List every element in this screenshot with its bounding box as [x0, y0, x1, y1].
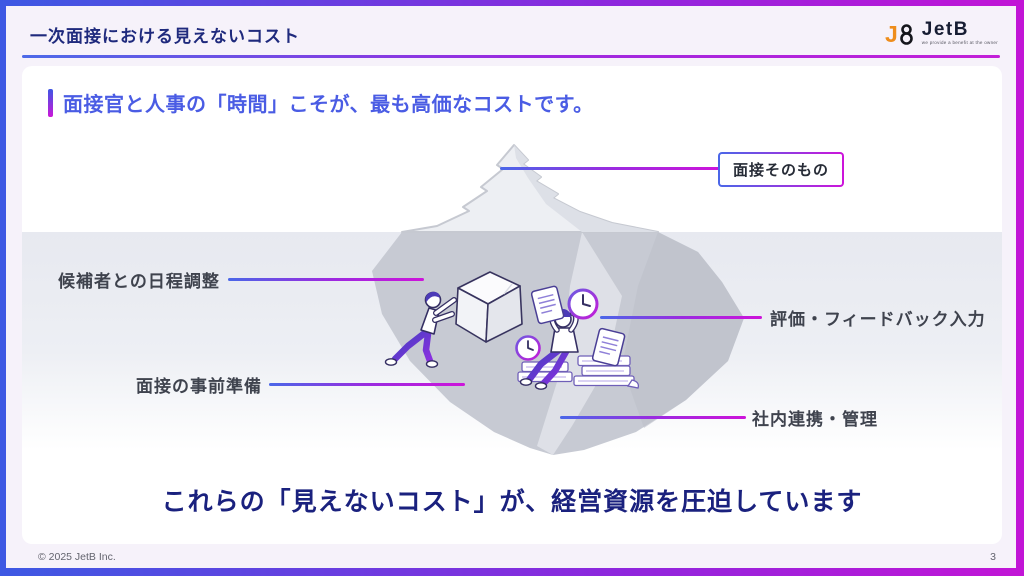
conclusion-statement: これらの「見えないコスト」が、経営資源を圧迫しています [161, 488, 863, 516]
header-divider [22, 55, 1000, 58]
callout-interview-itself: 面接そのもの [718, 152, 845, 187]
jetb-logo-mark-icon: J [885, 21, 913, 47]
page-number: 3 [990, 551, 996, 563]
label-schedule-coordination: 候補者との日程調整 [58, 272, 220, 291]
label-internal-management: 社内連携・管理 [752, 410, 878, 429]
subtitle-accent-bar [48, 88, 53, 117]
slide: 一次面接における見えないコスト J JetB we provide a bene… [6, 6, 1016, 568]
callout-interview-label: 面接そのもの [720, 154, 843, 185]
ice-cube-icon [455, 271, 523, 343]
document-icon [530, 285, 626, 367]
pushing-person-icon [384, 291, 457, 368]
iceberg-above-water [401, 144, 659, 233]
subtitle: 面接官と人事の「時間」こそが、最も高価なコストです。 [63, 94, 594, 116]
leader-line-feedback [600, 316, 762, 319]
svg-text:J: J [885, 21, 898, 47]
logo-text: JetB we provide a benefit at the owner [922, 19, 998, 45]
iceberg-illustration [372, 144, 744, 455]
leader-line-interview [500, 167, 720, 170]
jetb-logo: J JetB we provide a benefit at the owner [885, 19, 998, 48]
copyright-text: © 2025 JetB Inc. [38, 551, 116, 563]
logo-tagline: we provide a benefit at the owner [921, 40, 998, 45]
leader-line-preparation [269, 383, 465, 386]
subtitle-row: 面接官と人事の「時間」こそが、最も高価なコストです。 [48, 88, 594, 117]
content-card: 面接官と人事の「時間」こそが、最も高価なコストです。 [22, 66, 1002, 544]
leader-line-schedule [228, 278, 424, 281]
clock-icon [515, 288, 599, 361]
label-interview-preparation: 面接の事前準備 [136, 377, 262, 396]
leader-line-internal [560, 416, 746, 419]
page-title: 一次面接における見えないコスト [30, 27, 300, 46]
logo-name: JetB [921, 19, 969, 40]
label-evaluation-feedback: 評価・フィードバック入力 [770, 310, 986, 329]
